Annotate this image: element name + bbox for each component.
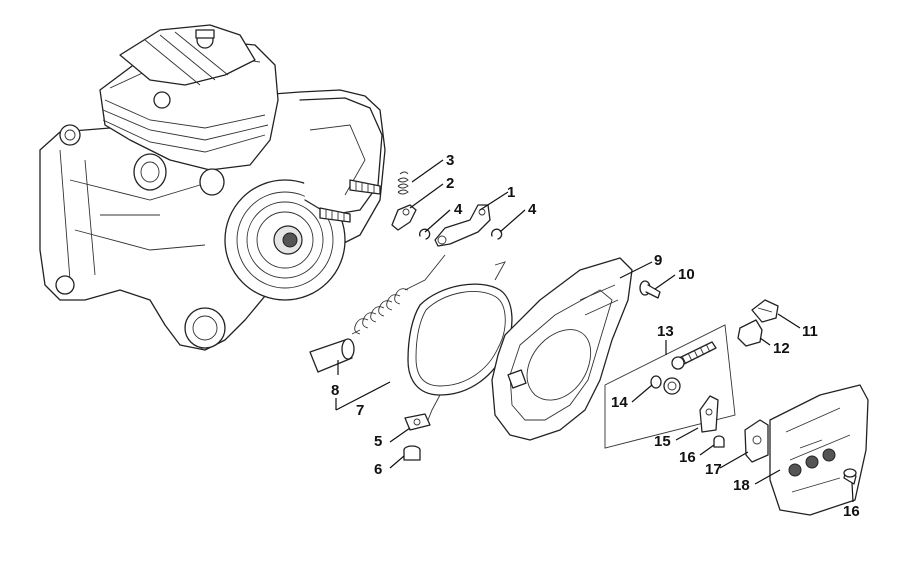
label-1: 1 <box>507 184 515 201</box>
screw-part-6 <box>403 445 421 461</box>
label-18: 18 <box>733 477 750 494</box>
circlip-part-4-right <box>491 228 503 240</box>
label-4-right: 4 <box>528 201 537 218</box>
circlip-part-4-left <box>419 228 431 240</box>
plate-part-17 <box>744 419 769 463</box>
engine-crankcase <box>39 24 386 351</box>
brake-band-part-5 <box>404 261 513 431</box>
label-5: 5 <box>374 433 382 450</box>
label-4-left: 4 <box>454 201 463 218</box>
lever-part-2 <box>391 204 417 231</box>
label-12: 12 <box>773 340 790 357</box>
oring-part-14 <box>650 375 662 389</box>
tensioner-box-13 <box>604 324 736 449</box>
screw-part-16-center <box>713 435 725 448</box>
tensioner-gear <box>663 377 681 395</box>
spring-part-3 <box>397 171 409 195</box>
label-9: 9 <box>654 252 662 269</box>
screw-part-16-right <box>843 468 857 485</box>
label-6: 6 <box>374 461 382 478</box>
label-17: 17 <box>705 461 722 478</box>
part-labels: 3 2 4 1 4 9 10 11 12 13 14 15 16 17 18 1… <box>331 152 860 520</box>
label-3: 3 <box>446 152 454 169</box>
screw-part-10 <box>639 280 661 299</box>
tensioner-slide-part-15 <box>699 395 719 433</box>
label-16-right: 16 <box>843 503 860 520</box>
label-11: 11 <box>802 323 818 340</box>
label-14: 14 <box>611 394 628 411</box>
label-8: 8 <box>331 382 339 399</box>
label-2: 2 <box>446 175 454 192</box>
tensioner-screw-part-13 <box>671 341 717 370</box>
leader-lines <box>335 159 854 503</box>
cover-plate-part-18 <box>769 384 869 516</box>
label-7: 7 <box>356 402 364 419</box>
brake-spring-part-7 <box>351 254 446 335</box>
sleeve-part-8 <box>309 338 355 373</box>
brake-lever-part-1 <box>434 204 491 247</box>
catcher-part-12 <box>737 319 763 347</box>
clip-part-11 <box>751 299 779 323</box>
label-13: 13 <box>657 323 674 340</box>
label-15: 15 <box>654 433 671 450</box>
sprocket-cover-part-9 <box>491 257 633 441</box>
label-16-center: 16 <box>679 449 696 466</box>
label-10: 10 <box>678 266 695 283</box>
